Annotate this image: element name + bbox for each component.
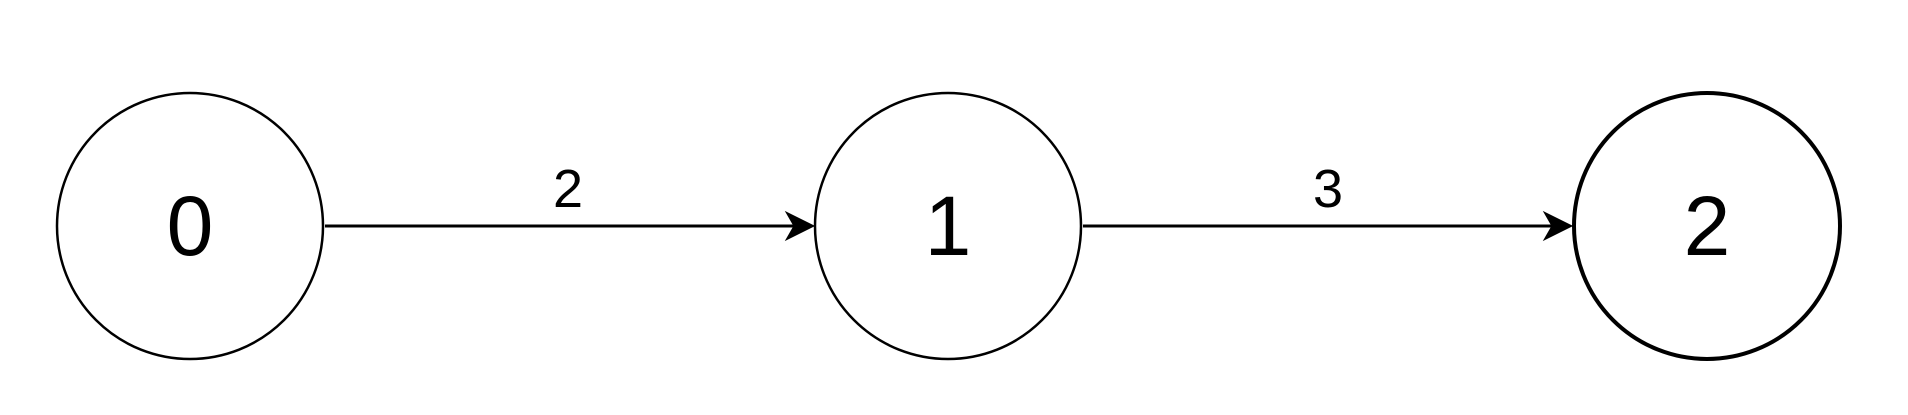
node-label: 2 [1684, 179, 1731, 273]
node-label: 1 [925, 179, 972, 273]
edge-label: 3 [1313, 159, 1343, 219]
node-label: 0 [167, 179, 214, 273]
arrowhead [1542, 210, 1574, 242]
node-0: 0 [55, 91, 325, 361]
node-circle [1572, 91, 1842, 361]
node-2: 2 [1572, 91, 1842, 361]
edge-0-1: 2 [325, 159, 816, 242]
arrowhead [784, 210, 816, 242]
node-circle [55, 91, 325, 361]
edge-1-2: 3 [1083, 159, 1574, 242]
edge-label: 2 [553, 159, 583, 219]
node-circle [813, 91, 1083, 361]
node-1: 1 [813, 91, 1083, 361]
